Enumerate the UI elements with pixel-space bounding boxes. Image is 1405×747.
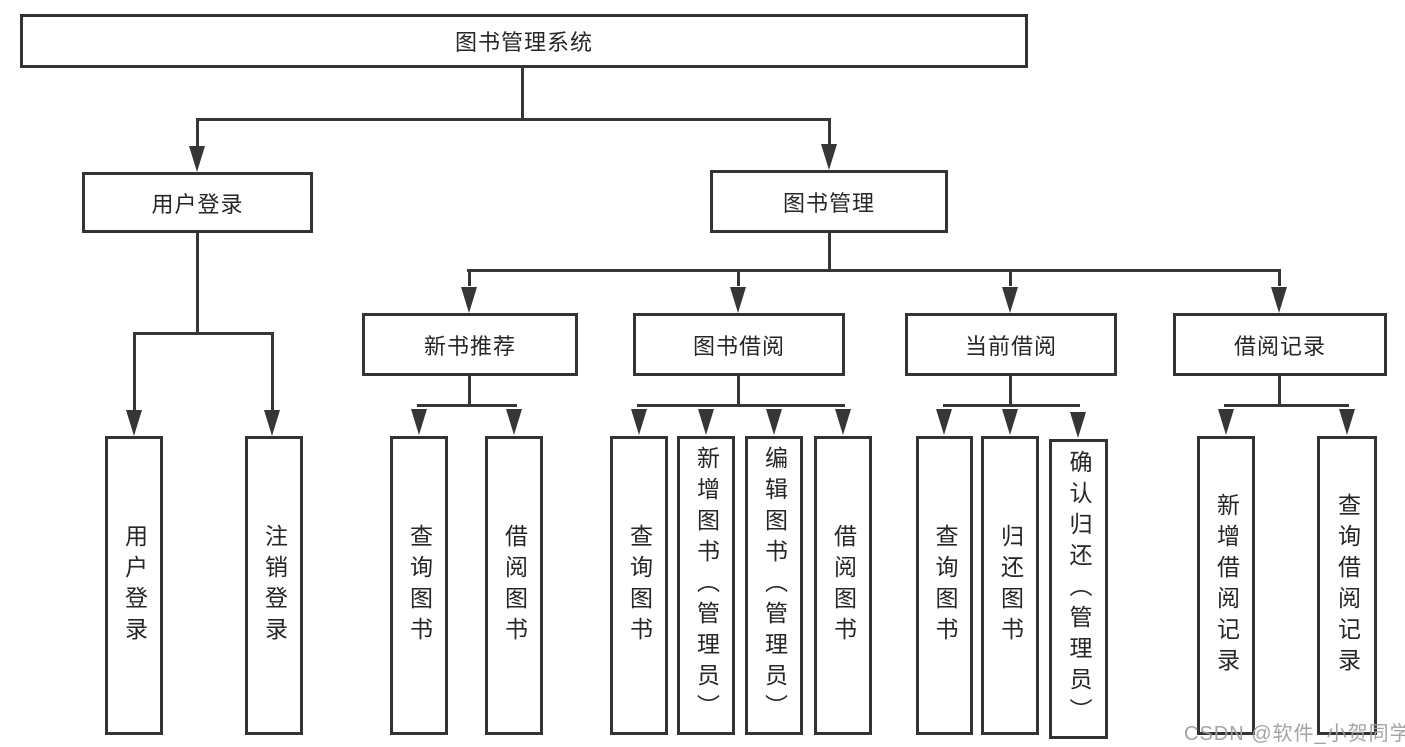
- node-borrow-edit-books: 编辑图书（管理员）: [745, 436, 803, 735]
- connector-user-login-trunk: [196, 233, 199, 335]
- connector-level2-split: [467, 269, 1281, 272]
- node-current-confirm-return: 确认归还（管理员）: [1049, 439, 1108, 739]
- connector-book-management-trunk: [828, 233, 831, 271]
- node-new-book-recommend-label: 新书推荐: [423, 333, 516, 359]
- node-borrow-edit-books-label: 编辑图书（管理员）: [761, 446, 788, 725]
- connector-root-trunk: [521, 68, 524, 120]
- node-current-query-books-label: 查询图书: [932, 523, 958, 648]
- node-newbook-query-books-label: 查询图书: [406, 523, 433, 648]
- arrowhead-icon: [506, 409, 522, 435]
- arrowhead-icon: [730, 287, 746, 313]
- connector-level1-split: [196, 118, 831, 121]
- node-borrow-borrow-books: 借阅图书: [814, 436, 872, 735]
- connector-to-book-management: [828, 121, 831, 144]
- node-book-management: 图书管理: [710, 170, 948, 233]
- arrowhead-icon: [698, 409, 714, 435]
- node-current-return-books-label: 归还图书: [997, 523, 1024, 648]
- connector-user-login-split: [133, 332, 274, 335]
- connector-new-book-split: [417, 404, 517, 407]
- arrowhead-icon: [1070, 412, 1086, 438]
- arrowhead-icon: [126, 410, 142, 436]
- connector-to-login: [133, 335, 136, 410]
- arrowhead-icon: [1339, 409, 1355, 435]
- node-current-return-books: 归还图书: [981, 436, 1039, 735]
- arrowhead-icon: [1218, 409, 1234, 435]
- connector-to-borrow-records: [1278, 272, 1281, 286]
- node-borrow-records-label: 借阅记录: [1233, 333, 1326, 359]
- node-borrow-add-books: 新增图书（管理员）: [677, 436, 735, 735]
- node-current-confirm-return-label: 确认归还（管理员）: [1066, 449, 1092, 729]
- arrowhead-icon: [189, 146, 205, 172]
- connector-to-new-book: [468, 272, 471, 286]
- node-user-login: 用户登录: [82, 172, 313, 233]
- node-records-add-record-label: 新增借阅记录: [1213, 492, 1240, 679]
- arrowhead-icon: [821, 144, 837, 170]
- connector-current-borrow-split: [943, 404, 1080, 407]
- node-new-book-recommend: 新书推荐: [362, 313, 578, 376]
- node-current-borrow-label: 当前借阅: [964, 333, 1057, 359]
- node-logout-label: 注销登录: [261, 523, 288, 648]
- connector-to-user-login: [196, 121, 199, 146]
- node-book-borrow: 图书借阅: [633, 313, 845, 376]
- node-records-add-record: 新增借阅记录: [1197, 436, 1255, 735]
- arrowhead-icon: [766, 409, 782, 435]
- arrowhead-icon: [411, 409, 427, 435]
- arrowhead-icon: [631, 409, 647, 435]
- connector-new-book-trunk: [468, 376, 471, 407]
- arrowhead-icon: [835, 409, 851, 435]
- arrowhead-icon: [1002, 287, 1018, 313]
- connector-borrow-records-trunk: [1278, 376, 1281, 407]
- node-newbook-query-books: 查询图书: [390, 436, 448, 735]
- node-book-management-label: 图书管理: [782, 190, 875, 216]
- node-library-system: 图书管理系统: [20, 14, 1028, 68]
- node-borrow-add-books-label: 新增图书（管理员）: [693, 446, 720, 725]
- connector-current-borrow-trunk: [1009, 376, 1012, 407]
- arrowhead-icon: [1002, 409, 1018, 435]
- node-borrow-borrow-books-label: 借阅图书: [830, 523, 857, 648]
- node-logout: 注销登录: [245, 436, 303, 735]
- arrowhead-icon: [264, 410, 280, 436]
- connector-borrow-records-split: [1224, 404, 1349, 407]
- connector-book-borrow-split: [637, 404, 845, 407]
- node-login-label: 用户登录: [121, 523, 148, 648]
- node-user-login-label: 用户登录: [151, 191, 244, 217]
- node-book-borrow-label: 图书借阅: [692, 333, 785, 359]
- arrowhead-icon: [461, 287, 477, 313]
- node-records-query-record: 查询借阅记录: [1317, 436, 1377, 735]
- connector-to-book-borrow: [737, 272, 740, 286]
- node-newbook-borrow-books: 借阅图书: [485, 436, 543, 735]
- node-borrow-query-books: 查询图书: [610, 436, 668, 735]
- node-library-system-label: 图书管理系统: [454, 30, 593, 55]
- arrowhead-icon: [936, 409, 952, 435]
- connector-to-current-borrow: [1009, 272, 1012, 286]
- node-records-query-record-label: 查询借阅记录: [1334, 492, 1361, 679]
- node-login: 用户登录: [105, 436, 163, 735]
- connector-to-logout: [271, 335, 274, 410]
- connector-book-borrow-trunk: [737, 376, 740, 407]
- node-current-query-books: 查询图书: [916, 436, 973, 735]
- node-borrow-records: 借阅记录: [1173, 313, 1387, 376]
- node-current-borrow: 当前借阅: [905, 313, 1117, 376]
- arrowhead-icon: [1271, 287, 1287, 313]
- node-borrow-query-books-label: 查询图书: [626, 523, 653, 648]
- csdn-watermark: CSDN @软件_小贺同学: [1184, 723, 1405, 745]
- node-newbook-borrow-books-label: 借阅图书: [501, 523, 528, 648]
